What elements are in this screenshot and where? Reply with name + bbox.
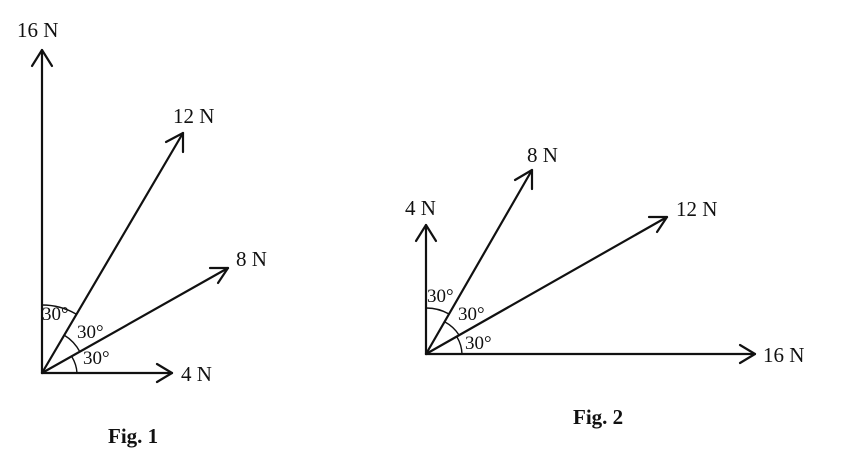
fig1-force-12n-label: 12 N — [173, 104, 214, 128]
fig2-angle-label-2: 30° — [458, 304, 485, 325]
fig1-force-12n-arrowhead — [164, 131, 185, 154]
fig1-force-8n-arrowhead — [208, 266, 230, 285]
fig2-force-8n-label: 8 N — [527, 143, 558, 167]
fig2-angle-arc-1 — [425, 307, 450, 315]
fig1-force-8n-line — [40, 266, 230, 375]
fig1-force-4n-arrowhead — [155, 362, 174, 384]
fig1-angle-label-2: 30° — [77, 322, 104, 343]
figure-2: 4 N 8 N 12 N 16 N 30° 30° 30° Fig. 2 — [405, 143, 804, 429]
fig1-angle-arc-2 — [63, 334, 81, 353]
fig1-angle-label-3: 30° — [83, 348, 110, 369]
fig2-force-12n-label: 12 N — [676, 197, 717, 221]
fig1-angle-label-1: 30° — [42, 304, 69, 325]
fig1-force-16n-arrowhead — [30, 48, 54, 68]
fig2-force-16n-arrowhead — [738, 343, 757, 365]
fig2-force-12n-arrowhead — [647, 215, 669, 234]
fig2-force-8n-line — [424, 168, 534, 356]
fig2-angle-arc-3 — [456, 336, 463, 355]
fig2-force-8n-arrowhead — [513, 168, 534, 191]
fig2-angle-label-1: 30° — [427, 286, 454, 307]
fig1-force-16n-label: 16 N — [17, 18, 58, 42]
fig2-force-4n-arrowhead — [414, 223, 438, 243]
fig1-force-4n-label: 4 N — [181, 362, 212, 386]
fig2-caption: Fig. 2 — [573, 405, 623, 429]
fig2-angle-arc-2 — [444, 321, 460, 336]
fig1-angle-arc-3 — [71, 356, 78, 374]
fig1-force-8n-label: 8 N — [236, 247, 267, 271]
fig2-force-4n-label: 4 N — [405, 196, 436, 220]
fig2-force-16n-label: 16 N — [763, 343, 804, 367]
fig2-force-12n-line — [424, 215, 669, 356]
fig1-caption: Fig. 1 — [108, 424, 158, 448]
figure-1: 16 N 12 N 8 N 4 N 30° 30° 30° Fig. 1 — [17, 18, 267, 448]
fig1-force-12n-line — [40, 131, 185, 375]
fig1-angle-arc-1 — [41, 304, 77, 315]
fig2-angle-label-3: 30° — [465, 333, 492, 354]
